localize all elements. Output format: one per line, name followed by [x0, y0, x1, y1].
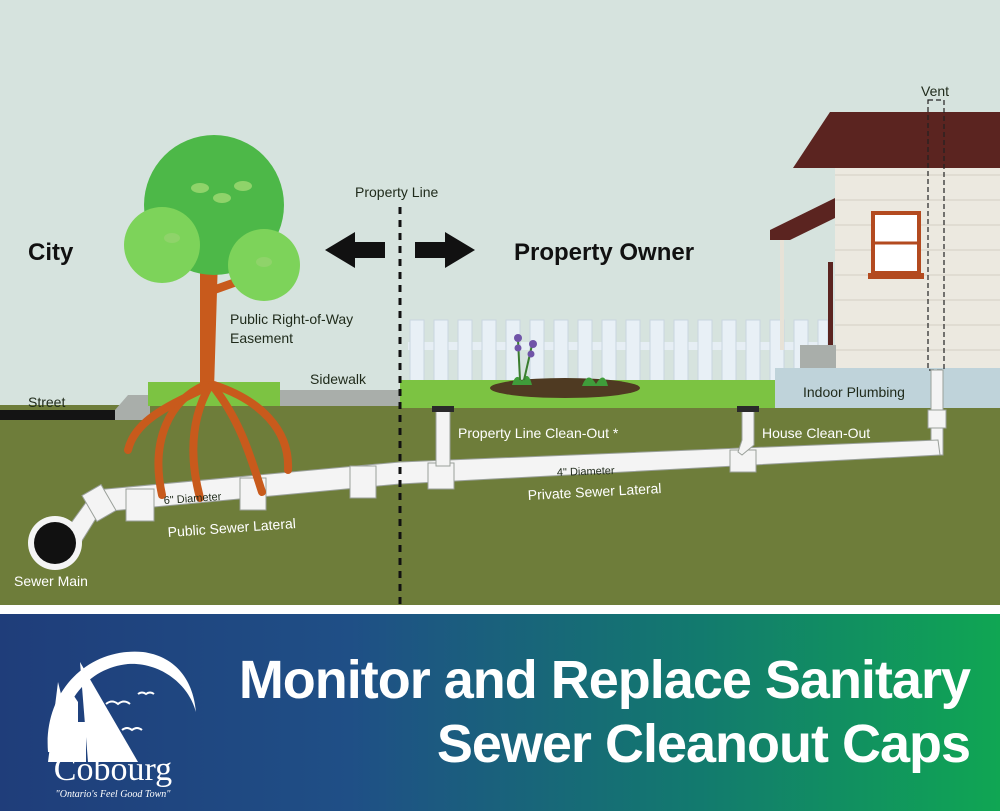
foundation [775, 368, 1000, 408]
label-private-lateral: Private Sewer Lateral [527, 480, 661, 503]
street [0, 410, 115, 420]
house-cleanout-cap [737, 406, 759, 412]
property-line-cleanout-riser [435, 409, 451, 467]
curb [115, 395, 150, 420]
garden-bed [490, 378, 640, 398]
separator [0, 605, 1000, 614]
label-vent: Vent [921, 83, 949, 99]
label-row-easement-2: Easement [230, 330, 293, 346]
vent-stack [927, 99, 947, 456]
sidewalk [280, 390, 400, 406]
porch-roof [770, 198, 835, 240]
cobourg-logo: Cobourg "Ontario's Feel Good Town" [47, 651, 196, 800]
label-row-easement-1: Public Right-of-Way [230, 311, 353, 327]
banner-title-line1: Monitor and Replace Sanitary [238, 650, 971, 710]
label-house-cleanout: House Clean-Out [762, 425, 870, 441]
arrow-right-icon [415, 232, 475, 268]
house [770, 112, 1000, 408]
sewer-lateral-diagram: City Property Owner Property Line Vent P… [0, 0, 1000, 614]
label-city: City [28, 239, 74, 266]
label-street: Street [28, 394, 65, 410]
label-6-diameter: 6" Diameter [163, 491, 222, 507]
label-indoor-plumbing: Indoor Plumbing [803, 384, 905, 400]
logo-name: Cobourg [54, 751, 172, 788]
label-sewer-main: Sewer Main [14, 573, 88, 589]
sewer-main [34, 522, 76, 564]
label-property-owner: Property Owner [514, 239, 694, 266]
title-banner: Cobourg "Ontario's Feel Good Town" Monit… [0, 614, 1000, 811]
arrow-left-icon [325, 232, 385, 268]
roof [793, 112, 1000, 168]
flower-plant [512, 334, 608, 386]
label-property-line: Property Line [355, 184, 438, 200]
banner-title-line2: Sewer Cleanout Caps [436, 714, 971, 774]
banner-title: Monitor and Replace Sanitary Sewer Clean… [210, 648, 971, 776]
label-4-diameter: 4" Diameter [557, 465, 615, 479]
logo-tagline: "Ontario's Feel Good Town" [56, 789, 172, 800]
tree [124, 135, 300, 502]
property-line-cleanout-cap [432, 406, 454, 412]
label-sidewalk: Sidewalk [310, 371, 367, 387]
label-property-line-cleanout: Property Line Clean-Out * [458, 425, 619, 441]
